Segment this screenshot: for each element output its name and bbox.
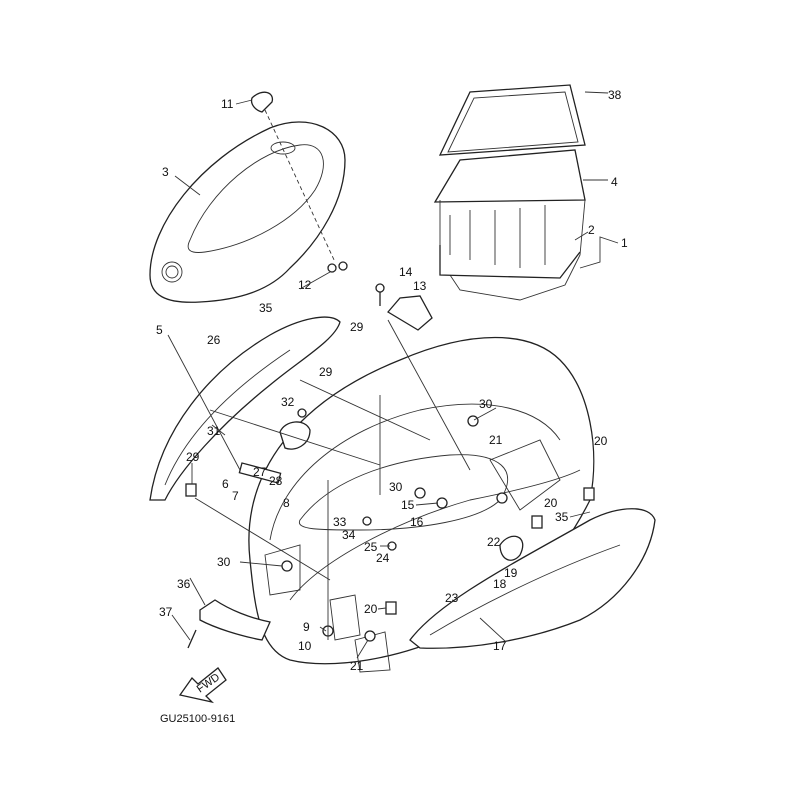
callout-22: 22 — [487, 535, 501, 549]
callout-15: 15 — [401, 498, 415, 512]
callout-38: 38 — [608, 88, 622, 102]
callout-10: 10 — [298, 639, 312, 653]
callout-25: 25 — [364, 540, 378, 554]
bracket-part-13 — [387, 295, 433, 331]
side-rail-part-26 — [149, 316, 341, 501]
callout-36: 36 — [177, 577, 191, 591]
callout-5: 5 — [156, 323, 163, 337]
callout-30: 30 — [217, 555, 231, 569]
callout-29: 29 — [350, 320, 364, 334]
callout-19: 19 — [504, 566, 518, 580]
callout-30: 30 — [479, 397, 493, 411]
callout-13: 13 — [413, 279, 427, 293]
callout-18: 18 — [493, 577, 507, 591]
decal-part-36 — [199, 599, 271, 641]
callout-4: 4 — [611, 175, 618, 189]
callout-21: 21 — [350, 659, 364, 673]
callout-2: 2 — [588, 223, 595, 237]
callout-17: 17 — [493, 639, 507, 653]
side-cover-part-17 — [409, 508, 656, 649]
callout-16: 16 — [410, 515, 424, 529]
callout-20: 20 — [594, 434, 608, 448]
callout-33: 33 — [333, 515, 347, 529]
callout-26: 26 — [207, 333, 221, 347]
callout-24: 24 — [376, 551, 390, 565]
callout-labels: 11 3 38 4 2 1 14 13 12 5 35 29 26 29 32 … — [156, 88, 628, 673]
callout-20: 20 — [364, 602, 378, 616]
callout-1: 1 — [621, 236, 628, 250]
storage-box-part-4 — [433, 84, 586, 301]
callout-9: 9 — [303, 620, 310, 634]
seat-cover-part-3 — [149, 121, 346, 303]
callout-30: 30 — [389, 480, 403, 494]
fwd-direction-arrow: FWD — [178, 667, 227, 704]
callout-11: 11 — [221, 97, 234, 111]
callout-21: 21 — [489, 433, 503, 447]
callout-14: 14 — [399, 265, 413, 279]
callout-28: 28 — [269, 474, 283, 488]
callout-6: 6 — [222, 477, 229, 491]
callout-8: 8 — [283, 496, 290, 510]
callout-20: 20 — [544, 496, 558, 510]
callout-31: 31 — [207, 424, 221, 438]
callout-12: 12 — [298, 278, 312, 292]
callout-35: 35 — [259, 301, 273, 315]
callout-29: 29 — [186, 450, 200, 464]
callout-3: 3 — [162, 165, 169, 179]
callout-29: 29 — [319, 365, 333, 379]
callout-37: 37 — [159, 605, 173, 619]
callout-7: 7 — [232, 489, 239, 503]
cap-part-11 — [250, 91, 274, 113]
callout-27: 27 — [253, 465, 267, 479]
callout-35: 35 — [555, 510, 569, 524]
callout-34: 34 — [342, 528, 356, 542]
callout-32: 32 — [281, 395, 295, 409]
handle-part-27 — [279, 421, 311, 450]
callout-23: 23 — [445, 591, 459, 605]
diagram-code: GU25100-9161 — [160, 713, 235, 725]
